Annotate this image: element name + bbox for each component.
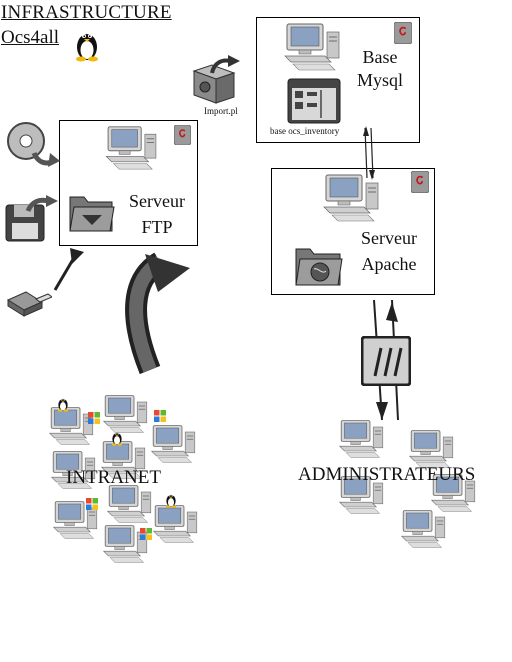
ftp-label-line2: FTP: [141, 217, 173, 237]
db-link-line-2: [370, 127, 374, 179]
computer-icon: [153, 505, 198, 543]
usb-arrow: [53, 255, 77, 291]
windows-logo-icon: [154, 410, 166, 422]
globe-folder-icon: [295, 248, 343, 286]
intranet-label: INTRANET: [66, 467, 161, 488]
computer-icon: [409, 430, 454, 468]
ftp-label-line1: Serveur: [129, 191, 185, 211]
linux-penguin-icon: [165, 494, 177, 508]
cd-icon: [7, 122, 60, 167]
mysql-label-line2: Mysql: [356, 70, 403, 90]
linux-penguin-icon: [57, 398, 69, 412]
db-link-line-1: [364, 127, 368, 179]
ftp-server-box: Serveur FTP: [59, 120, 198, 246]
floppy-icon: [5, 195, 58, 242]
mysql-label-line1: Base: [362, 47, 398, 67]
import-label: Import.pl: [204, 106, 238, 116]
admin-group: [330, 415, 500, 565]
windows-logo-icon: [86, 498, 98, 510]
administrators-label: ADMINISTRATEURS: [298, 464, 476, 485]
apache-label-line2: Apache: [361, 254, 417, 274]
computer-icon: [151, 425, 196, 463]
apache-server-box: Serveur Apache: [271, 168, 435, 295]
computer-icon: [107, 485, 152, 523]
apache-label-line1: Serveur: [361, 228, 417, 248]
computer-icon: [401, 510, 446, 548]
usb-icon: [6, 291, 52, 317]
import-box-icon: [192, 55, 240, 104]
windows-logo-icon: [88, 412, 100, 424]
page-subtitle: Ocs4all: [1, 27, 60, 48]
folder-icon: [69, 196, 115, 232]
page-title: INFRASTRUCTURE: [1, 2, 172, 23]
computer-icon: [103, 395, 148, 433]
windows-logo-icon: [140, 528, 152, 540]
mysql-server-box: Base Mysql base ocs_inventory: [256, 17, 420, 143]
linux-penguin-icon: [111, 432, 123, 446]
computer-icon: [339, 420, 384, 458]
database-icon: [287, 78, 341, 124]
firewall-icon: [361, 336, 411, 386]
database-label: base ocs_inventory: [270, 126, 340, 136]
